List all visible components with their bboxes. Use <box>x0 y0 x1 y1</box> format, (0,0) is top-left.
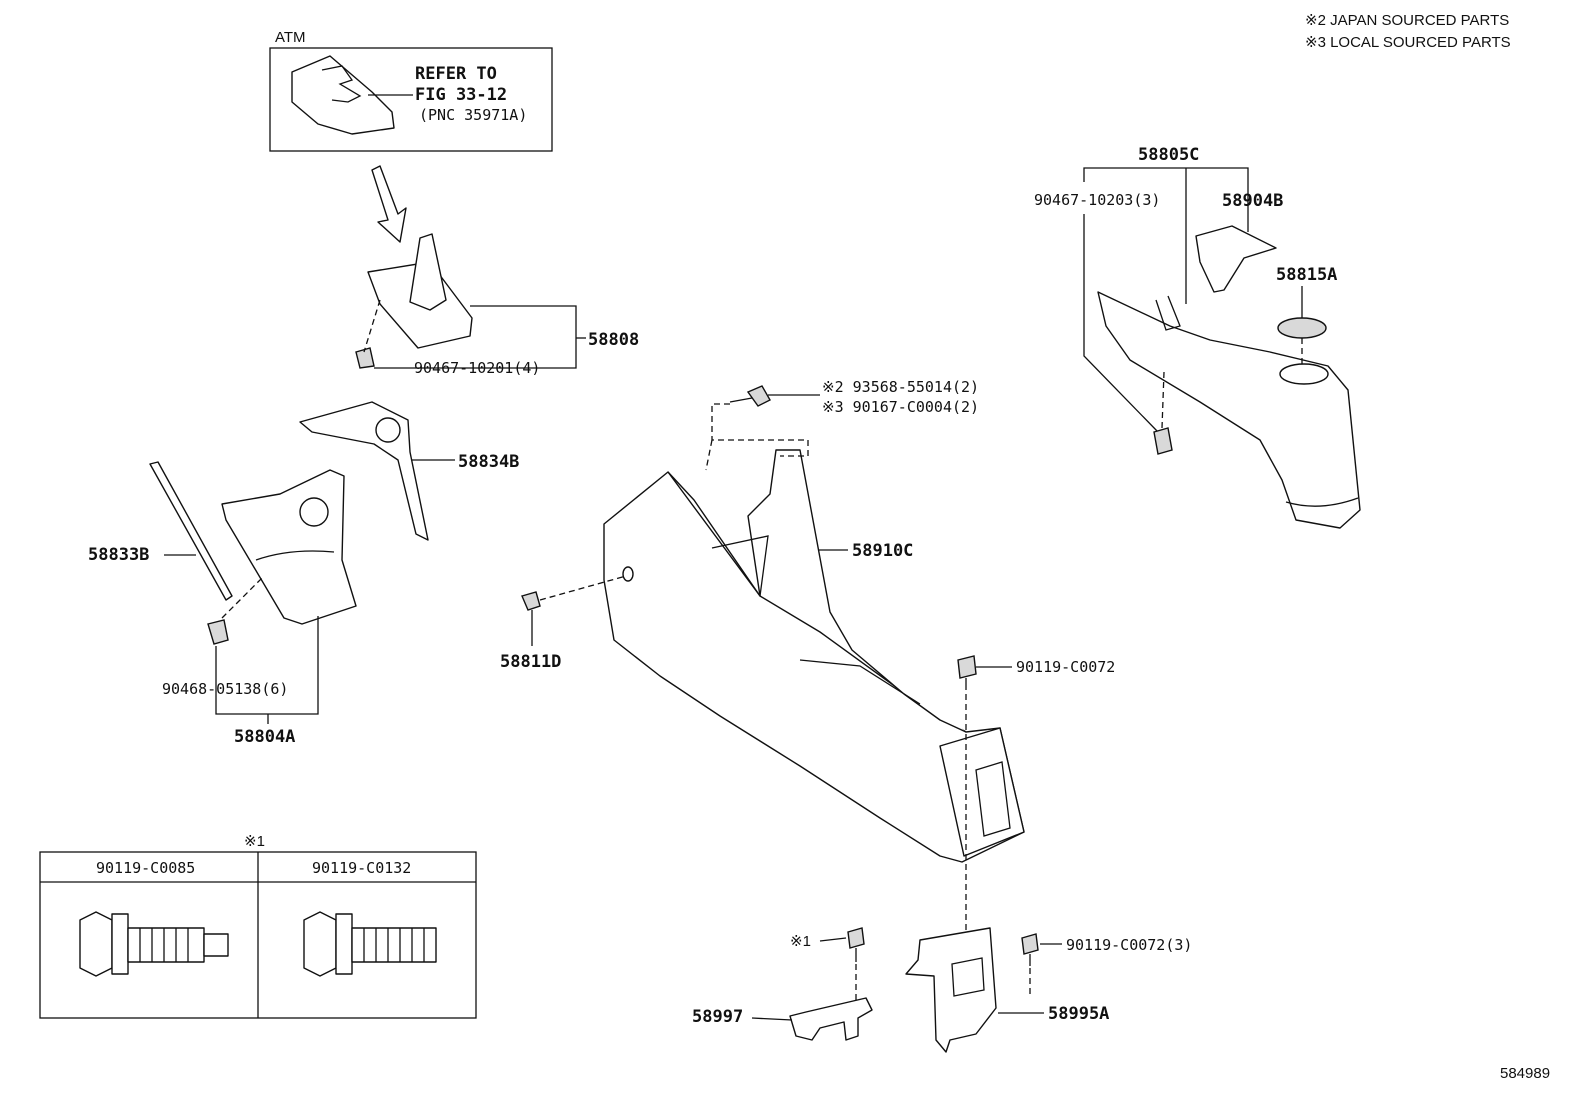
bolt-note1-icon <box>847 927 865 949</box>
armrest-base-line <box>1285 497 1359 507</box>
console-rear-box <box>939 727 1025 857</box>
panel-58804A-hole <box>299 497 329 527</box>
atm-refer-line2: FIG 33-12 <box>415 85 507 105</box>
label-58997: 58997 <box>692 1007 743 1027</box>
label-90467-10203: 90467-10203(3) <box>1034 191 1160 209</box>
label-58834B: 58834B <box>458 452 519 472</box>
label-90119-C0072: 90119-C0072 <box>1016 658 1115 676</box>
screw-dash <box>711 403 809 457</box>
clip-dash <box>363 299 381 353</box>
screw-dash-2 <box>705 439 713 471</box>
mat-58815A <box>1277 317 1327 339</box>
screw-93568-icon <box>746 385 771 407</box>
console-rib <box>711 535 769 597</box>
insert-58904B <box>1195 225 1277 293</box>
clip-90467-10203-icon <box>1153 427 1173 455</box>
bracket-58804A <box>215 616 319 715</box>
console-rear-slot <box>975 761 1011 837</box>
leader-90467-10203 <box>1083 214 1159 433</box>
label-58995A: 58995A <box>1048 1004 1109 1024</box>
label-90119-C0072-3: 90119-C0072(3) <box>1066 936 1192 954</box>
label-58805C: 58805C <box>1138 145 1199 165</box>
trim-58834B-hole <box>375 417 401 443</box>
label-58808: 58808 <box>588 330 639 350</box>
label-58910C: 58910C <box>852 541 913 561</box>
label-90467-10201: 90467-10201(4) <box>414 359 540 377</box>
bracket-58995A-window <box>951 957 985 997</box>
console-floor <box>799 659 921 705</box>
armrest-58805C <box>1097 291 1361 529</box>
down-arrow-icon <box>371 165 407 243</box>
leader-58997 <box>751 1017 793 1021</box>
table-mark: ※1 <box>244 833 265 850</box>
note-japan-sourced: ※2 JAPAN SOURCED PARTS <box>1305 12 1509 29</box>
note-local-sourced: ※3 LOCAL SOURCED PARTS <box>1305 34 1511 51</box>
trim-strip-58833B <box>149 461 233 601</box>
clip3-dash <box>539 575 627 601</box>
bolt-90119-C0132-icon <box>303 911 437 977</box>
shift-boot-stem <box>409 233 447 311</box>
clip-90468-05138 <box>207 619 229 645</box>
armrest-hook <box>1155 295 1181 331</box>
bracket-58805C <box>1083 167 1249 232</box>
atm-refer-line1: REFER TO <box>415 64 497 84</box>
atm-refer-line3: (PNC 35971A) <box>419 106 527 124</box>
leader-note1 <box>819 937 847 942</box>
armrest-cup <box>1279 363 1329 385</box>
label-58811D: 58811D <box>500 652 561 672</box>
label-58833B: 58833B <box>88 545 149 565</box>
bracket-58808 <box>374 305 577 369</box>
console-hole <box>622 566 634 582</box>
bolt-90119-C0072-icon <box>957 655 977 679</box>
label-90468-05138: 90468-05138(6) <box>162 680 288 698</box>
bolt-90119-C0085-icon <box>79 911 229 977</box>
bolt-90119-C0072-3-icon <box>1021 933 1039 955</box>
table-col2-header: 90119-C0132 <box>312 859 411 877</box>
clip-90467-10201 <box>355 347 375 369</box>
screw-93568-shank <box>729 397 753 403</box>
label-90167-C0004: ※3 90167-C0004(2) <box>822 398 979 416</box>
bracket-58995A <box>905 927 997 1053</box>
label-58804A: 58804A <box>234 727 295 747</box>
panel-58804A <box>221 469 357 625</box>
label-93568-55014: ※2 93568-55014(2) <box>822 378 979 396</box>
clip-58811D-icon <box>521 591 541 611</box>
figure-id: 584989 <box>1500 1065 1550 1082</box>
bracket-58997 <box>789 997 873 1041</box>
console-body-58910C <box>603 471 1025 863</box>
panel-58804A-crease <box>255 550 335 561</box>
table-col1-header: 90119-C0085 <box>96 859 195 877</box>
label-note1-small: ※1 <box>790 933 811 950</box>
atm-tag: ATM <box>275 29 306 46</box>
label-58815A: 58815A <box>1276 265 1337 285</box>
label-58904B: 58904B <box>1222 191 1283 211</box>
atm-gate-slot <box>321 65 362 103</box>
atm-reference-box <box>269 47 553 152</box>
